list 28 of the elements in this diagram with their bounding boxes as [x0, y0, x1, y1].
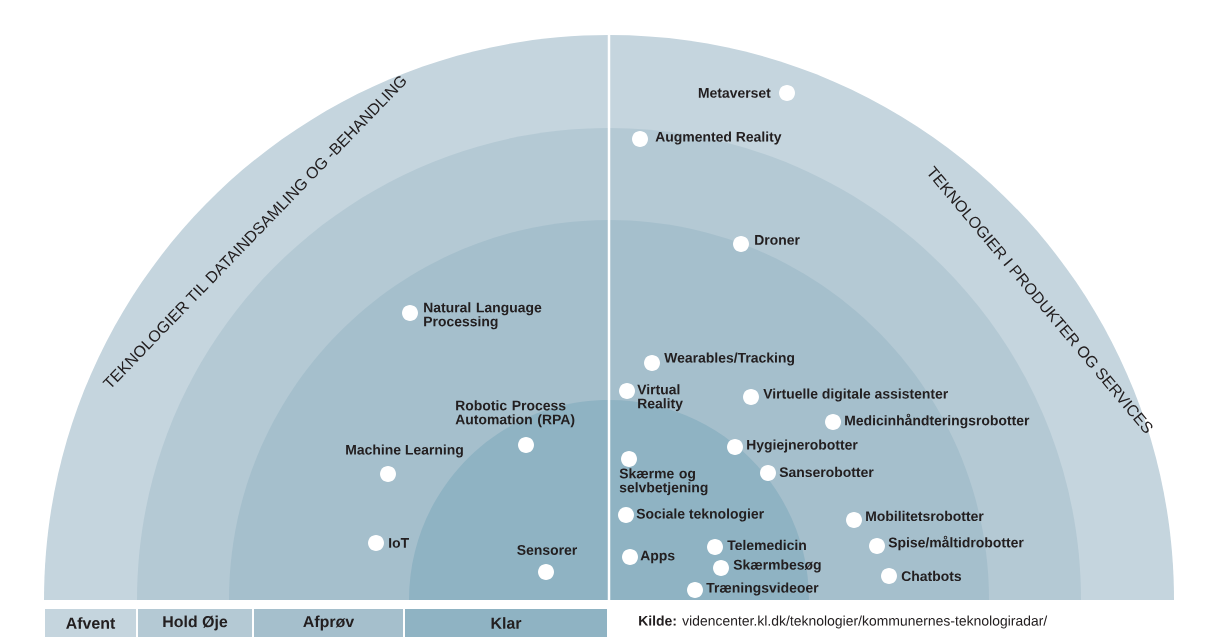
- dot-label: Metaverset: [698, 88, 771, 98]
- dot-label: Mobilitetsrobotter: [866, 510, 984, 522]
- dot-label: Robotic Process Automation (RPA): [455, 400, 575, 428]
- dot-label: Droner: [755, 235, 800, 245]
- dot-label: Spise/måltidrobotter: [888, 535, 1024, 551]
- dot-label: Virtuelle digitale assistenter: [763, 388, 948, 402]
- dot-label: Natural Language Processing: [424, 302, 542, 330]
- dot-label: Sensorer: [517, 545, 578, 555]
- dot-label: Medicinhåndteringsrobotter: [845, 413, 1030, 429]
- source-note: Kilde: videncenter.kl.dk/teknologier/kommunernes-teknologiradar/: [639, 615, 1048, 629]
- legend-box: Hold Øje: [138, 609, 252, 637]
- dot-label: Hygiejnerobotter: [747, 439, 858, 453]
- dot-label: IoT: [389, 538, 409, 548]
- legend-box: Afprøv: [254, 609, 403, 637]
- dot-label: Skærmbesøg: [733, 559, 821, 573]
- dot-label: Skærme og selvbetjening: [619, 468, 708, 496]
- dot-label: Augmented Reality: [655, 131, 782, 145]
- dot-label: Telemedicin: [727, 539, 806, 551]
- dot-label: Sanserobotter: [779, 466, 874, 478]
- dot-label: Virtual Reality: [637, 384, 683, 412]
- dot-label: Træningsvideoer: [706, 582, 819, 596]
- dot-label: Apps: [640, 550, 675, 564]
- dot-label: Sociale teknologier: [636, 508, 764, 522]
- legend-box: Klar: [405, 609, 607, 637]
- legend-box: Afvent: [45, 609, 136, 637]
- dot-label: Machine Learning: [346, 444, 463, 458]
- dot-label: Wearables/Tracking: [664, 352, 795, 366]
- dot-label: Chatbots: [901, 570, 962, 582]
